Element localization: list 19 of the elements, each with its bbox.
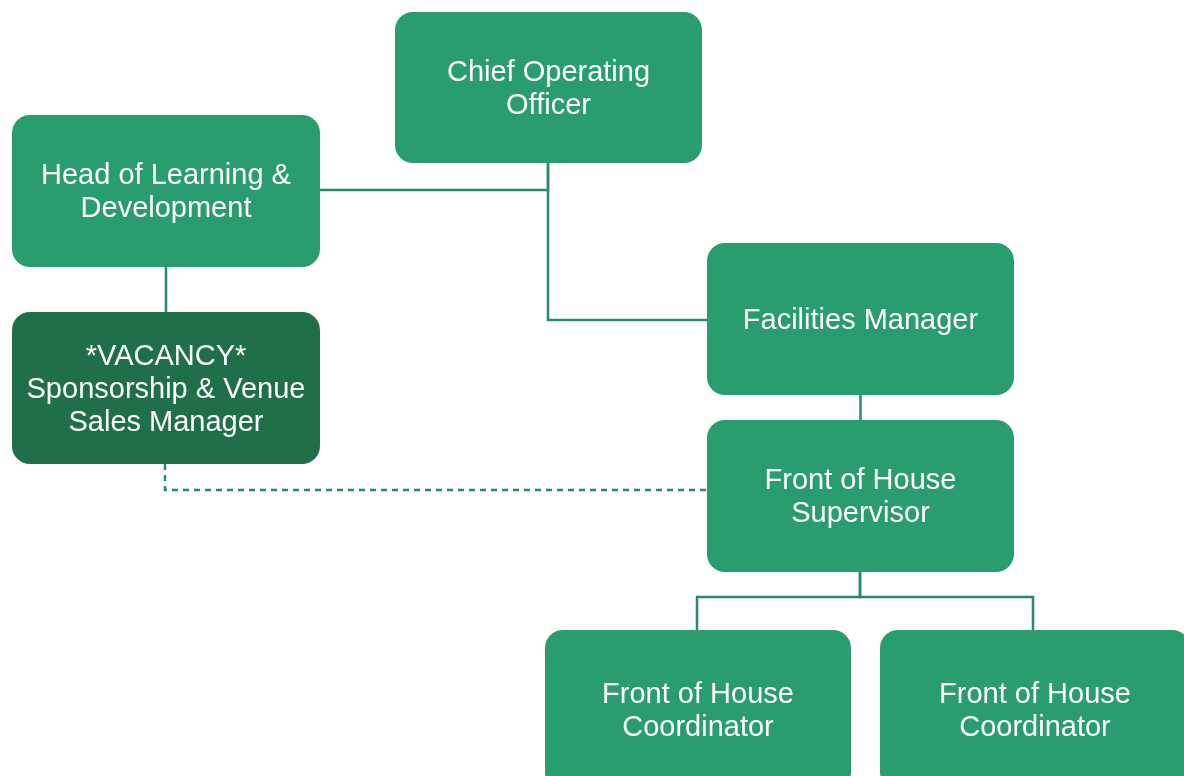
role-title: Front of House Coordinator	[601, 677, 795, 743]
connector-line	[859, 395, 862, 420]
role-box	[395, 12, 702, 163]
connector-line	[858, 572, 1035, 630]
connector-line	[164, 267, 168, 312]
role-title: Head of Learning & Development	[40, 158, 292, 224]
role-title: *VACANCY* Sponsorship & Venue Sales Manager	[26, 338, 306, 438]
role-title: Front of House Supervisor	[763, 463, 958, 529]
role-title: Chief Operating Officer	[445, 54, 652, 121]
role-title: Facilities Manager	[742, 302, 979, 336]
role-box	[880, 630, 1184, 776]
connector-line	[546, 163, 707, 322]
role-box	[12, 312, 320, 464]
role-title: Front of House Coordinator	[938, 677, 1132, 743]
dashed-connector	[163, 464, 707, 492]
role-box	[707, 420, 1014, 572]
role-box	[545, 630, 851, 776]
role-box	[707, 243, 1014, 395]
role-box	[12, 115, 320, 267]
